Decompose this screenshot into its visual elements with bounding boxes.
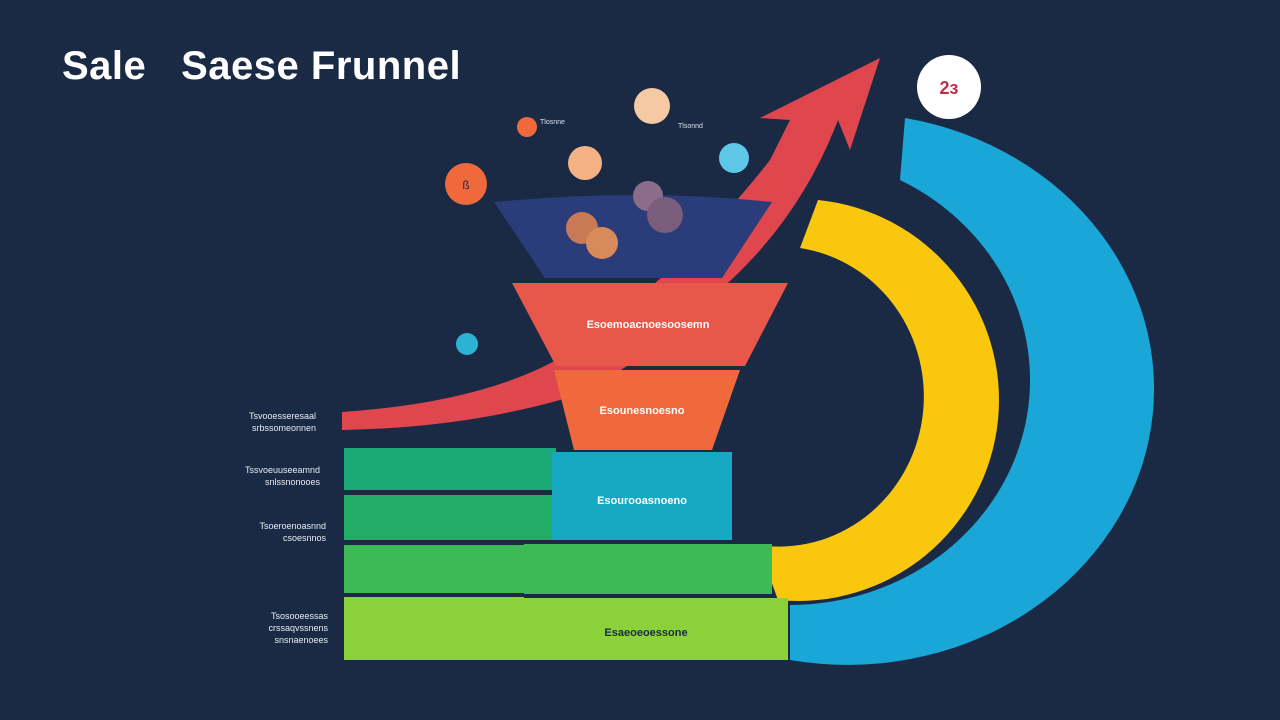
green-bar-1 bbox=[344, 448, 556, 490]
stage-label-orange: Esounesnoesno bbox=[600, 405, 685, 417]
green-stage-block bbox=[524, 544, 772, 594]
bubble-peach-1 bbox=[568, 146, 602, 180]
badge-label: 2ɜ bbox=[940, 78, 959, 98]
page-title: Sale Saese Frunnel bbox=[62, 44, 462, 88]
funnel-top-layer bbox=[494, 195, 772, 278]
funnel-orange-layer bbox=[554, 370, 740, 450]
bubble-orange-glyph: ß bbox=[462, 178, 469, 192]
green-bar-3 bbox=[344, 545, 534, 593]
badge-circle bbox=[917, 55, 981, 119]
teal-stage-block bbox=[552, 452, 732, 540]
blue-arc bbox=[790, 118, 1155, 665]
bubble-cluster-4 bbox=[647, 197, 683, 233]
bubble-label-2: Tlsonnd bbox=[678, 123, 703, 130]
side-label-1: Tsvooesseresaal srbssomeonnen bbox=[248, 411, 316, 433]
stage-label-lime: Esaeoeoessone bbox=[604, 627, 687, 639]
green-bar-4 bbox=[344, 597, 524, 660]
bubble-orange bbox=[445, 163, 487, 205]
bubble-cluster-2 bbox=[586, 227, 618, 259]
bubble-blue bbox=[719, 143, 749, 173]
bubble-peach-2 bbox=[634, 88, 670, 124]
stage-label-red: Esoemoacnoesoosemn bbox=[587, 319, 710, 331]
yellow-arc bbox=[758, 200, 999, 601]
funnel-red-layer bbox=[512, 283, 788, 366]
bubble-small-orange bbox=[517, 117, 537, 137]
bubble-small-blue bbox=[456, 333, 478, 355]
side-label-2: Tssvoeuuseeamnd snlssnonooes bbox=[244, 465, 320, 487]
green-bar-2 bbox=[344, 495, 556, 540]
stage-label-teal: Esourooasnoeno bbox=[597, 495, 687, 507]
lime-stage-block bbox=[518, 598, 788, 660]
side-label-4: Tsosooeessas crssaqvssnens snsnaenoees bbox=[268, 611, 328, 645]
side-label-3: Tsoeroenoasnnd csoesnnos bbox=[259, 521, 326, 543]
bubble-label-1: Tlosnne bbox=[540, 119, 565, 126]
